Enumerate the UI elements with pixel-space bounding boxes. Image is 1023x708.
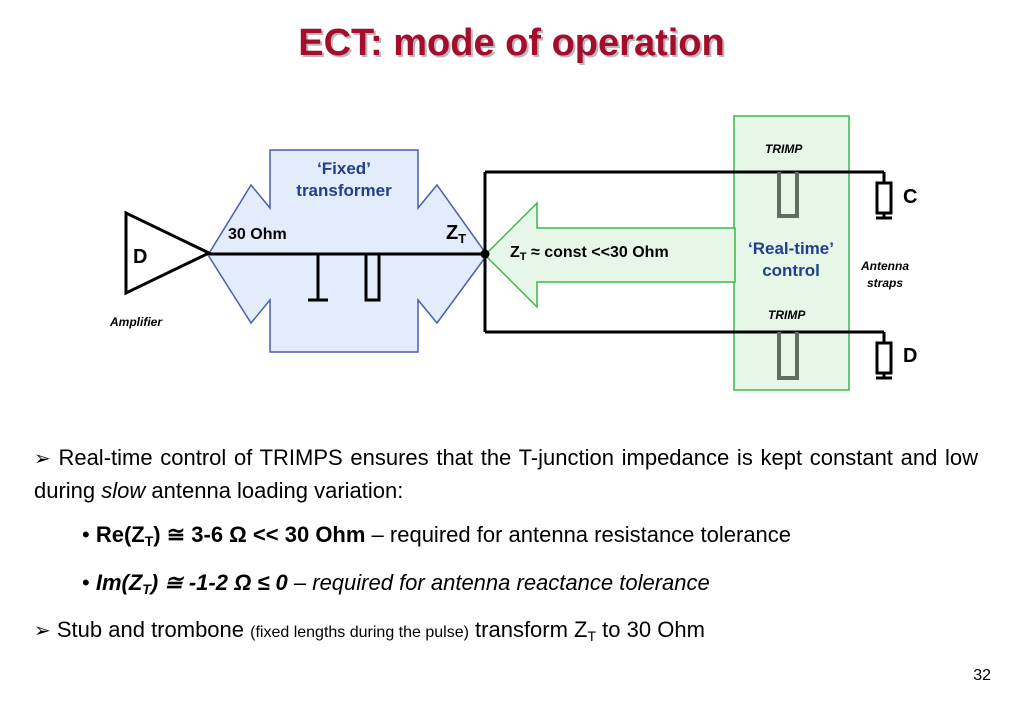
- zt-const-letter: Z: [510, 244, 520, 261]
- strap-d-resistor: [875, 341, 893, 375]
- amplifier-label: Amplifier: [110, 315, 163, 329]
- paragraph-realtime-control: ➢ Real-time control of TRIMPS ensures th…: [34, 442, 978, 507]
- amplifier-triangle: [124, 210, 213, 296]
- b1-subscript: T: [144, 533, 154, 549]
- zt-letter: Z: [446, 222, 459, 244]
- bullet-dot-icon: •: [82, 522, 96, 547]
- b2-im: Im(Z: [95, 570, 143, 595]
- b2-subscript: T: [142, 581, 151, 597]
- antenna-straps-line1: Antenna: [861, 259, 909, 273]
- ect-circuit-diagram: [124, 115, 893, 391]
- zt-const-text: ≈ const <<30 Ohm: [526, 244, 669, 261]
- slide-title: ECT: mode of operation: [298, 22, 725, 64]
- p2-text-b: transform Z: [468, 617, 588, 642]
- bullet-dot-icon: •: [82, 570, 96, 595]
- bullet-resistance: • Re(ZT) ≅ 3-6 Ω << 30 Ohm – required fo…: [82, 519, 791, 557]
- p1-slow: slow: [101, 478, 146, 503]
- fixed-transformer-line2: transformer: [296, 181, 392, 200]
- fixed-transformer-label: ‘Fixed’ transformer: [278, 158, 410, 202]
- trimp-bottom-stub: [777, 332, 799, 380]
- strap-c-resistor: [875, 181, 893, 215]
- trimp-bottom-label: TRIMP: [768, 308, 806, 322]
- amplifier-letter: D: [133, 246, 148, 268]
- b2-expression: ) ≅ -1-2 Ω ≤ 0: [150, 570, 288, 595]
- strap-c-label: C: [903, 186, 918, 208]
- p2-text-a: Stub and trombone: [50, 617, 251, 642]
- zt-label: ZT: [446, 222, 466, 246]
- b1-re: Re(Z: [95, 522, 145, 547]
- fixed-transformer-arrow: [207, 149, 488, 353]
- strap-d-label: D: [903, 345, 918, 367]
- p2-text-c: to 30 Ohm: [596, 617, 705, 642]
- realtime-control-box: [733, 115, 850, 391]
- zt-subscript: T: [458, 231, 467, 246]
- p2-small-note: (fixed lengths during the pulse): [250, 624, 469, 641]
- zt-const-arrow: [483, 201, 736, 309]
- p2-subscript: T: [587, 628, 597, 644]
- ohm30-label: 30 Ohm: [228, 226, 287, 243]
- bullet-reactance: • Im(ZT) ≅ -1-2 Ω ≤ 0 – required for ant…: [82, 567, 710, 605]
- p1-text-a: Real-time control of TRIMPS ensures that…: [34, 445, 978, 503]
- arrow-bullet-icon: ➢: [34, 448, 51, 470]
- b2-description: – required for antenna reactance toleran…: [287, 570, 710, 595]
- zt-const-subscript: T: [519, 251, 527, 263]
- zt-const-label: ZT ≈ const <<30 Ohm: [510, 244, 669, 263]
- paragraph-stub-trombone: ➢ Stub and trombone (fixed lengths durin…: [34, 614, 705, 652]
- trimp-top-stub: [777, 172, 799, 218]
- realtime-control-label: ‘Real-time’ control: [736, 238, 846, 282]
- p1-text-b: antenna loading variation:: [145, 478, 404, 503]
- antenna-straps-label: Antenna straps: [852, 258, 918, 292]
- realtime-control-line1: ‘Real-time’: [748, 239, 834, 258]
- realtime-control-line2: control: [762, 261, 820, 280]
- page-number: 32: [973, 667, 991, 684]
- b1-expression: ) ≅ 3-6 Ω << 30 Ohm: [153, 522, 366, 547]
- fixed-transformer-line1: ‘Fixed’: [317, 159, 371, 178]
- antenna-straps-line2: straps: [866, 276, 904, 290]
- trimp-top-label: TRIMP: [765, 142, 803, 156]
- arrow-bullet-icon: ➢: [34, 620, 51, 642]
- b1-description: – required for antenna resistance tolera…: [365, 522, 792, 547]
- trombone: [364, 254, 381, 302]
